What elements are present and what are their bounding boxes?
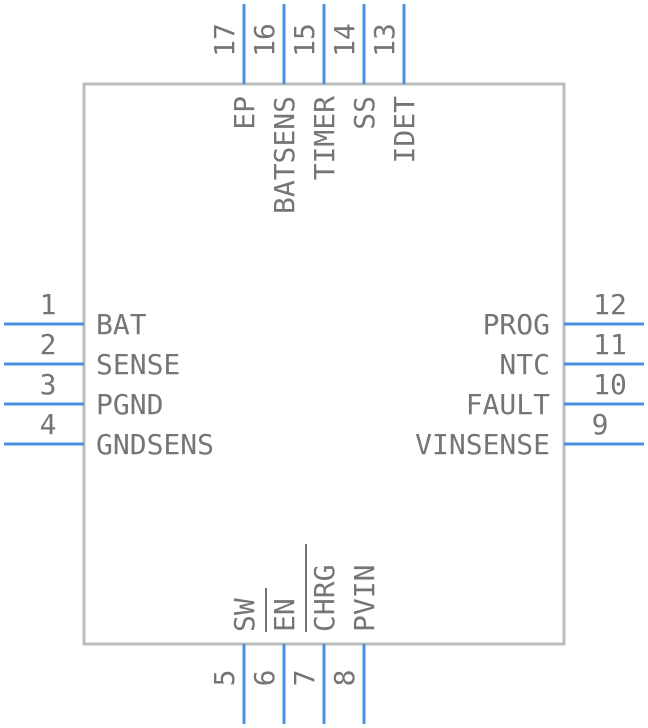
pin-name: SENSE xyxy=(96,348,180,381)
left-pins: 1 BAT 2 SENSE 3 PGND 4 GNDSENS xyxy=(4,288,214,461)
pin-name: NTC xyxy=(499,348,550,381)
pin-number: 14 xyxy=(328,23,361,57)
pin-8: 8 PVIN xyxy=(328,565,381,724)
pin-6: 6 EN xyxy=(248,588,301,724)
pin-number: 3 xyxy=(40,368,57,401)
pin-11: 11 NTC xyxy=(499,328,644,381)
pin-12: 12 PROG xyxy=(483,288,644,341)
pin-number: 6 xyxy=(248,670,281,687)
pin-7: 7 CHRG xyxy=(288,544,341,724)
pin-4: 4 GNDSENS xyxy=(4,408,214,461)
pin-name: PGND xyxy=(96,388,163,421)
pin-name: PROG xyxy=(483,308,550,341)
pin-name: GNDSENS xyxy=(96,428,214,461)
pin-number: 5 xyxy=(208,670,241,687)
pin-13: 13 IDET xyxy=(368,4,421,163)
pin-number: 16 xyxy=(248,23,281,57)
pin-name: BAT xyxy=(96,308,147,341)
bottom-pins: 5 SW 6 EN 7 CHRG 8 PVIN xyxy=(208,544,381,724)
pin-16: 16 BATSENS xyxy=(248,4,301,214)
pin-name: BATSENS xyxy=(268,96,301,214)
pin-number: 15 xyxy=(288,23,321,57)
pin-name: EN xyxy=(268,598,301,632)
pin-number: 1 xyxy=(40,288,57,321)
pin-1: 1 BAT xyxy=(4,288,147,341)
pin-name: TIMER xyxy=(308,96,341,180)
pin-name: PVIN xyxy=(348,565,381,632)
pin-number: 8 xyxy=(328,670,361,687)
pin-number: 11 xyxy=(593,328,627,361)
pin-number: 17 xyxy=(208,23,241,57)
pin-5: 5 SW xyxy=(208,598,261,724)
pin-number: 13 xyxy=(368,23,401,57)
pin-name: EP xyxy=(228,96,261,130)
right-pins: 12 PROG 11 NTC 10 FAULT 9 VINSENSE xyxy=(415,288,644,461)
pin-number: 7 xyxy=(288,670,321,687)
pin-14: 14 SS xyxy=(328,4,381,130)
pin-name: FAULT xyxy=(466,388,550,421)
pin-number: 4 xyxy=(40,408,57,441)
pin-number: 2 xyxy=(40,328,57,361)
ic-body xyxy=(82,82,566,646)
pin-name: SS xyxy=(348,96,381,130)
pin-15: 15 TIMER xyxy=(288,4,341,180)
top-pins: 17 EP 16 BATSENS 15 TIMER 14 SS 13 IDET xyxy=(208,4,421,214)
pin-2: 2 SENSE xyxy=(4,328,180,381)
pin-number: 12 xyxy=(593,288,627,321)
pin-17: 17 EP xyxy=(208,4,261,130)
pin-9: 9 VINSENSE xyxy=(415,408,644,461)
pin-name: CHRG xyxy=(308,565,341,632)
pin-name: VINSENSE xyxy=(415,428,550,461)
pin-10: 10 FAULT xyxy=(466,368,644,421)
pin-3: 3 PGND xyxy=(4,368,163,421)
pin-name: IDET xyxy=(388,96,421,164)
pin-number: 9 xyxy=(592,408,609,441)
pin-number: 10 xyxy=(593,368,627,401)
pin-name: SW xyxy=(228,598,261,632)
